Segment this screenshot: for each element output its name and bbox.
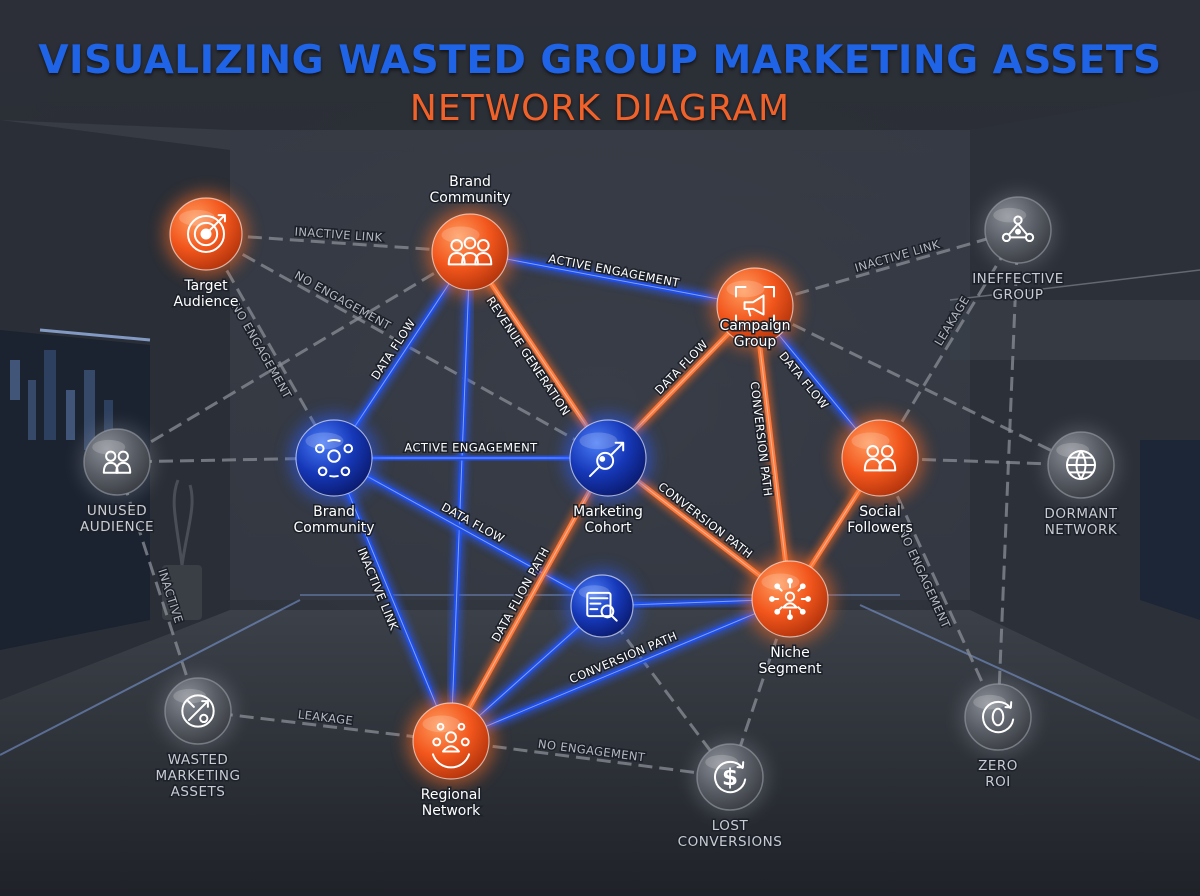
nodes-layer: TargetAudienceBrandCommunityCampaignGrou…: [78, 173, 1120, 852]
two-people-icon: [102, 450, 132, 474]
node-label: Group: [734, 334, 777, 350]
edge-ineffective-group-to-zero-roi: [996, 229, 1020, 718]
gender-analysis-icon: [588, 441, 625, 478]
people-group-icon: [447, 236, 493, 266]
edge-brand-community-mid-to-marketing-cohort: ACTIVE ENGAGEMENT: [334, 439, 608, 464]
node-label: Social: [859, 504, 901, 520]
node-label: Segment: [759, 661, 823, 677]
regional-people-icon: [431, 722, 471, 769]
dashboard-search-icon: [586, 591, 618, 622]
edge-campaign-group-to-dormant-network: [754, 304, 1082, 467]
node-label: Regional: [421, 787, 481, 803]
megaphone-icon: [735, 286, 775, 326]
node-label: ROI: [985, 774, 1011, 790]
target-icon: [187, 214, 226, 253]
node-label: INEFFECTIVE: [972, 271, 1064, 287]
hub-person-icon: [769, 578, 811, 620]
node-label: UNUSED: [87, 503, 147, 519]
node-label: ASSETS: [171, 784, 226, 800]
node-label: MARKETING: [156, 768, 241, 784]
node-label: ZERO: [978, 758, 1018, 774]
node-label: Brand: [313, 504, 355, 520]
community-cycle-icon: [314, 439, 354, 478]
edge-target-audience-to-brand-community-top: INACTIVE LINK: [205, 223, 471, 254]
globe-icon: [1065, 449, 1097, 481]
broken-arrow-icon: [181, 694, 215, 728]
node-analytics-hub[interactable]: [565, 569, 639, 643]
node-label: NETWORK: [1045, 522, 1118, 538]
edge-label: ACTIVE ENGAGEMENT: [404, 441, 538, 455]
node-label: Marketing: [573, 504, 643, 520]
node-label: Target: [183, 278, 228, 294]
node-label: Network: [422, 803, 481, 819]
node-label: Niche: [770, 645, 810, 661]
network-people-icon: [1001, 215, 1035, 243]
node-label: CONVERSIONS: [678, 834, 783, 850]
node-label: Followers: [847, 520, 913, 536]
diagram-title: VISUALIZING WASTED GROUP MARKETING ASSET…: [38, 38, 1162, 83]
node-label: GROUP: [993, 287, 1044, 303]
edge-brand-community-top-to-unused-audience: [116, 250, 471, 464]
node-label: Community: [293, 520, 374, 536]
node-label: AUDIENCE: [80, 519, 154, 535]
dollar-cycle-icon: $: [714, 760, 747, 794]
zero-cycle-icon: [982, 700, 1015, 734]
followers-icon: [863, 445, 897, 472]
node-label: Community: [429, 190, 510, 206]
node-label: Cohort: [584, 520, 632, 536]
node-label: Campaign: [719, 318, 790, 334]
node-label: Audience: [173, 294, 238, 310]
node-label: WASTED: [168, 752, 229, 768]
node-label: LOST: [712, 818, 749, 834]
node-label: Brand: [449, 174, 491, 190]
svg-text:$: $: [722, 765, 738, 791]
node-label: DORMANT: [1044, 506, 1117, 522]
diagram-subtitle: NETWORK DIAGRAM: [409, 88, 791, 129]
edge-brand-community-top-to-regional-network: [445, 251, 476, 742]
